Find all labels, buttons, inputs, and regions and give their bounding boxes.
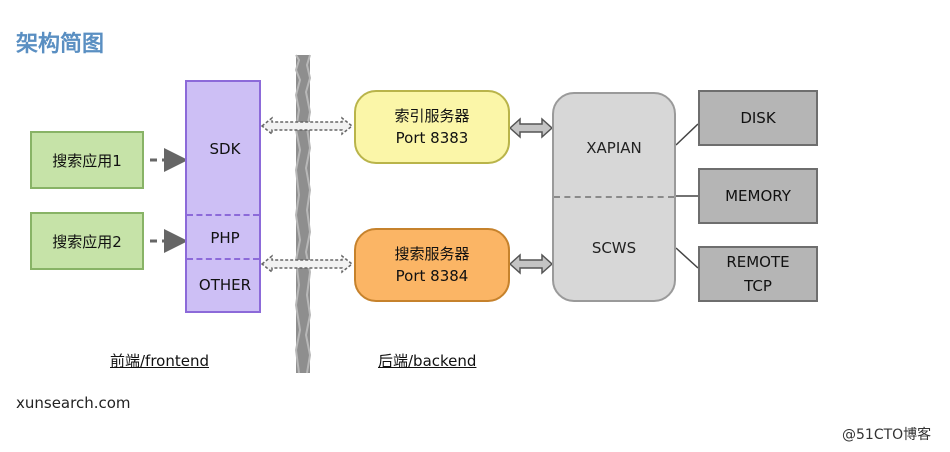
- search-server: 搜索服务器 Port 8384: [354, 228, 510, 302]
- watermark: @51CTO博客: [842, 427, 932, 443]
- sdk-layer: SDK PHP OTHER: [185, 80, 261, 313]
- search-core-arrow: [508, 253, 554, 275]
- divider: [554, 196, 674, 198]
- divider: [187, 214, 259, 216]
- scws-label: SCWS: [591, 239, 637, 257]
- core-engine: XAPIAN SCWS: [552, 92, 676, 302]
- other-label: OTHER: [198, 276, 252, 294]
- sdk-search-arrow: [260, 254, 354, 274]
- site-name: xunsearch.com: [16, 394, 131, 412]
- remote-label: REMOTE: [726, 253, 790, 271]
- search-server-name: 搜索服务器: [394, 245, 470, 263]
- xapian-label: XAPIAN: [586, 139, 642, 157]
- divider: [187, 258, 259, 260]
- index-server-port: Port 8383: [395, 129, 469, 147]
- diagram-title: 架构简图: [16, 32, 105, 57]
- frontend-label: 前端/frontend: [110, 352, 209, 370]
- index-server: 索引服务器 Port 8383: [354, 90, 510, 164]
- search-app-1: 搜索应用1: [30, 131, 144, 189]
- backend-label: 后端/backend: [378, 352, 477, 370]
- disk-box: DISK: [698, 90, 818, 146]
- index-server-name: 索引服务器: [394, 107, 470, 125]
- sdk-index-arrow: [260, 116, 354, 136]
- tcp-label: TCP: [744, 277, 772, 295]
- search-server-port: Port 8384: [395, 267, 469, 285]
- memory-box: MEMORY: [698, 168, 818, 224]
- remote-tcp-box: REMOTE TCP: [698, 246, 818, 302]
- memory-label: MEMORY: [725, 187, 791, 205]
- index-core-arrow: [508, 117, 554, 139]
- php-label: PHP: [210, 229, 240, 247]
- search-app-2: 搜索应用2: [30, 212, 144, 270]
- sdk-label: SDK: [209, 140, 241, 158]
- remote-link: [675, 247, 699, 269]
- disk-label: DISK: [740, 109, 776, 127]
- disk-link: [675, 123, 699, 146]
